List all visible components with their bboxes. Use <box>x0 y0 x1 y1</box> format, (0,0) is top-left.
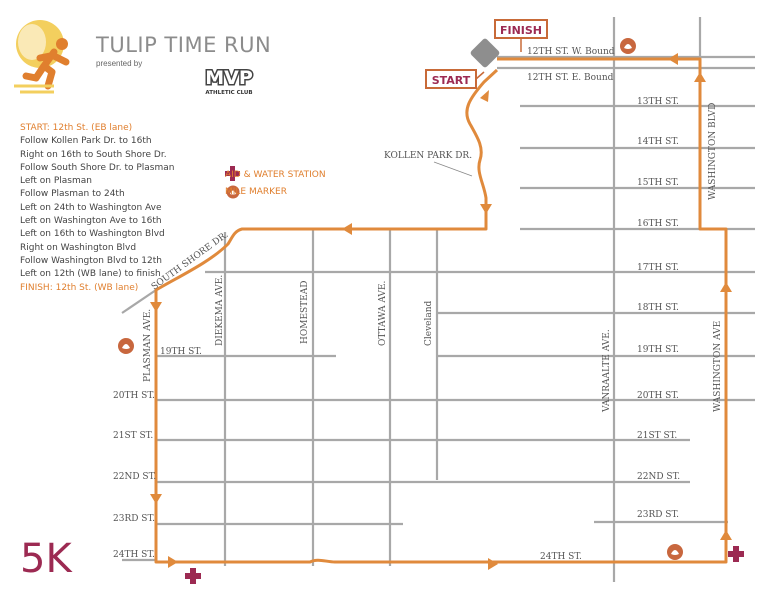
label-washington-blvd: WASHINGTON BLVD <box>708 103 718 200</box>
label-vanraalte: VANRAALTE AVE. <box>602 329 612 413</box>
label-15th: 15TH ST. <box>637 178 679 188</box>
label-homestead: HOMESTEAD <box>300 281 310 344</box>
direction-step: Left on 16th to Washington Blvd <box>20 229 165 240</box>
direction-step: Left on 24th to Washington Ave <box>20 202 162 213</box>
route-arrow-icon <box>720 530 732 540</box>
route-arrow-icon <box>488 558 498 570</box>
mile-marker-icon <box>226 185 240 199</box>
race-route <box>154 57 728 564</box>
street-grid <box>121 17 755 582</box>
route-path <box>154 57 728 564</box>
label-12th-wb: 12TH ST. W. Bound <box>527 47 615 57</box>
label-22nd-west: 22ND ST. <box>113 472 156 482</box>
direction-step: Left on 12th (WB lane) to finish <box>20 269 161 280</box>
mile-marker-icon <box>667 544 683 560</box>
sponsor-logo: MVP ATHLETIC CLUB <box>188 64 270 97</box>
route-directions: START: 12th St. (EB lane) Follow Kollen … <box>20 122 174 295</box>
direction-step: Right on Washington Blvd <box>20 242 137 253</box>
label-18th: 18TH ST. <box>637 303 679 313</box>
label-17th: 17TH ST. <box>637 263 679 273</box>
label-23rd-west: 23RD ST. <box>113 514 155 524</box>
route-arrow-icon <box>150 494 162 504</box>
mile-marker-icon <box>118 338 134 354</box>
sponsor-name: MVP <box>205 67 253 89</box>
label-21st-east: 21ST ST. <box>637 431 677 441</box>
aid-station-icon <box>185 568 201 584</box>
label-13th: 13TH ST. <box>637 97 679 107</box>
route-arrow-icon <box>480 90 489 102</box>
route-arrow-icon <box>720 282 732 292</box>
mile-markers <box>118 38 683 560</box>
street-south-shore-west <box>121 289 157 314</box>
route-arrow-icon <box>480 204 492 214</box>
finish-marker: FINISH <box>494 19 548 52</box>
label-24th-west: 24TH ST. <box>113 550 155 560</box>
label-19th-east: 19TH ST. <box>637 345 679 355</box>
direction-step: Right on 16th to South Shore Dr. <box>20 149 167 160</box>
finish-label: FINISH <box>500 24 542 37</box>
route-arrow-icon <box>668 53 678 65</box>
label-diekema: DIEKEMA AVE. <box>215 275 225 346</box>
label-21st-west: 21ST ST. <box>113 431 153 441</box>
route-arrow-icon <box>168 556 178 568</box>
route-arrow-icon <box>342 223 352 235</box>
start-finish-area <box>470 38 500 68</box>
label-24th-east: 24TH ST. <box>540 552 582 562</box>
label-washington-ave: WASHINGTON AVE <box>713 321 723 412</box>
directions-start: START: 12th St. (EB lane) <box>20 123 133 133</box>
label-ottawa: OTTAWA AVE. <box>378 281 388 346</box>
direction-step: Follow Washington Blvd to 12th <box>20 255 162 266</box>
route-arrow-icon <box>150 302 162 312</box>
aid-station-icon <box>225 166 240 181</box>
label-23rd-east: 23RD ST. <box>637 510 679 520</box>
street-labels: 12TH ST. W. Bound 12TH ST. E. Bound 13TH… <box>113 47 723 562</box>
legend-aid: AID & WATER STATION <box>225 170 326 180</box>
label-cleveland: Cleveland <box>424 300 434 346</box>
label-16th: 16TH ST. <box>637 219 679 229</box>
legend-mile: MILE MARKER <box>225 187 287 197</box>
direction-step: Follow South Shore Dr. to Plasman <box>20 162 175 173</box>
presented-by: presented by <box>96 59 143 68</box>
aid-stations <box>185 546 744 584</box>
label-20th-west: 20TH ST. <box>113 391 155 401</box>
route-arrows <box>150 53 732 570</box>
label-12th-eb: 12TH ST. E. Bound <box>527 73 614 83</box>
label-22nd-east: 22ND ST. <box>637 472 680 482</box>
event-title: TULIP TIME RUN <box>96 33 272 57</box>
label-plasman: PLASMAN AVE. <box>143 309 153 382</box>
directions-finish: FINISH: 12th St. (WB lane) <box>20 282 139 293</box>
direction-step: Follow Kollen Park Dr. to 16th <box>20 136 152 147</box>
direction-step: Follow Plasman to 24th <box>20 189 125 200</box>
label-kollen-park: KOLLEN PARK DR. <box>384 151 472 161</box>
start-marker: START <box>425 69 485 89</box>
sponsor-sub: ATHLETIC CLUB <box>205 90 252 96</box>
aid-station-icon <box>728 546 744 562</box>
label-20th-east: 20TH ST. <box>637 391 679 401</box>
route-arrow-icon <box>694 72 706 82</box>
mile-marker-icon <box>620 38 636 54</box>
label-19th-west: 19TH ST. <box>160 347 202 357</box>
direction-step: Left on Plasman <box>20 176 92 187</box>
start-label: START <box>432 74 471 87</box>
runner-logo-icon <box>14 20 70 94</box>
direction-step: Left on Washington Ave to 16th <box>20 216 162 227</box>
distance-label: 5K <box>20 536 72 582</box>
label-14th: 14TH ST. <box>637 137 679 147</box>
